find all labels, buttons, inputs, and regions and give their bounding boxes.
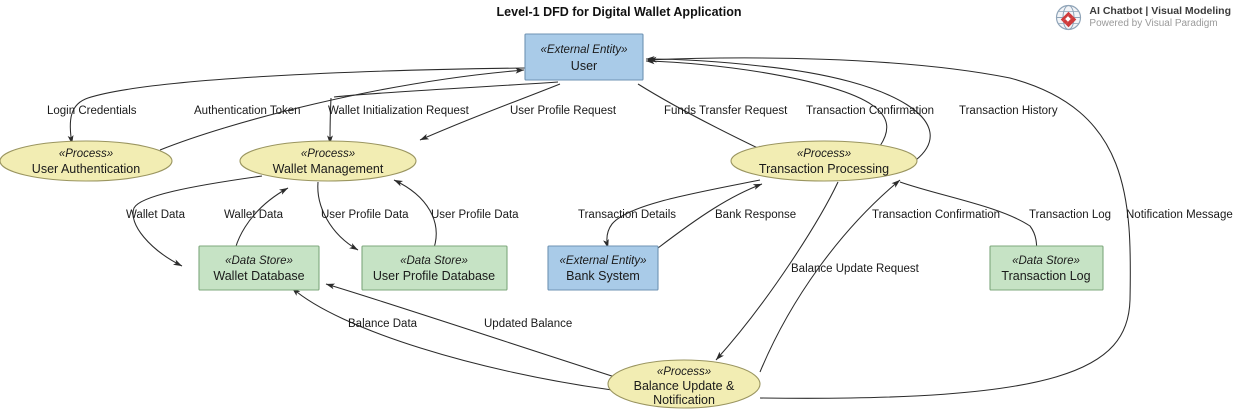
edge-label: Bank Response	[715, 209, 796, 221]
node-label: Transaction Processing	[759, 162, 889, 176]
node-user[interactable]: «External Entity» User	[524, 33, 644, 81]
node-label: User	[571, 59, 597, 73]
edge-label: Balance Update Request	[791, 263, 920, 275]
edge-user-profile-data-in	[393, 179, 437, 249]
edge-funds-transfer-request	[637, 83, 767, 153]
edge-updated-balance	[325, 283, 619, 379]
edge-bank-response	[657, 183, 763, 249]
edge-label: Updated Balance	[484, 318, 572, 330]
node-transaction-processing[interactable]: «Process» Transaction Processing	[730, 140, 918, 182]
edge-transaction-log	[899, 181, 1040, 267]
edge-label: Transaction Confirmation	[872, 209, 1000, 221]
node-stereotype: «External Entity»	[560, 255, 647, 267]
page-title: Level-1 DFD for Digital Wallet Applicati…	[497, 5, 742, 19]
edge-label: Balance Data	[348, 318, 418, 330]
edge-label: User Profile Data	[431, 209, 519, 221]
brand-title: AI Chatbot | Visual Modeling	[1089, 4, 1231, 17]
brand-watermark: AI Chatbot | Visual Modeling Powered by …	[1055, 4, 1231, 31]
edge-label: Notification Message	[1126, 209, 1233, 221]
edge-label: User Profile Request	[510, 105, 617, 117]
node-stereotype: «External Entity»	[541, 44, 628, 56]
node-stereotype: «Data Store»	[400, 255, 468, 267]
node-wallet-management[interactable]: «Process» Wallet Management	[239, 140, 417, 182]
node-label-line2: Notification	[653, 393, 715, 407]
node-stereotype: «Process»	[59, 148, 113, 160]
node-label: Transaction Log	[1001, 269, 1090, 283]
node-stereotype: «Process»	[301, 148, 355, 160]
node-stereotype: «Process»	[797, 148, 851, 160]
edge-label: Wallet Initialization Request	[328, 105, 470, 117]
edge-label: Transaction Log	[1029, 209, 1111, 221]
edge-transaction-confirmation-lower	[759, 179, 901, 373]
edge-balance-update-request	[715, 181, 839, 361]
node-label: Wallet Management	[273, 162, 384, 176]
node-label: Wallet Database	[213, 269, 304, 283]
node-stereotype: «Data Store»	[1012, 255, 1080, 267]
edge-label: Funds Transfer Request	[664, 105, 788, 117]
node-user-authentication[interactable]: «Process» User Authentication	[0, 140, 173, 182]
edge-transaction-details	[603, 179, 761, 249]
edge-label-layer: Login Credentials Authentication Token W…	[47, 105, 1233, 330]
edge-user-profile-data-out	[317, 181, 359, 251]
node-label: User Profile Database	[373, 269, 495, 283]
edge-user-profile-request	[419, 83, 561, 141]
edge-layer	[67, 56, 1131, 399]
edge-label: Transaction Details	[578, 209, 676, 221]
edge-wallet-init-upper	[333, 81, 559, 98]
edge-label: Wallet Data	[126, 209, 186, 221]
edge-label: Authentication Token	[194, 105, 301, 117]
node-wallet-database[interactable]: «Data Store» Wallet Database	[198, 245, 320, 291]
edge-transaction-confirmation-to-user	[645, 58, 888, 147]
edge-transaction-history	[645, 56, 931, 161]
node-stereotype: «Process»	[657, 366, 711, 378]
node-label: User Authentication	[32, 162, 140, 176]
edge-authentication-token	[159, 67, 525, 151]
edge-label: Login Credentials	[47, 105, 137, 117]
edge-label: Wallet Data	[224, 209, 284, 221]
node-bank-system[interactable]: «External Entity» Bank System	[547, 245, 659, 291]
node-label-line1: Balance Update &	[634, 379, 735, 393]
node-label: Bank System	[566, 269, 640, 283]
node-stereotype: «Data Store»	[225, 255, 293, 267]
node-transaction-log[interactable]: «Data Store» Transaction Log	[989, 245, 1104, 291]
edge-login-credentials	[67, 67, 526, 145]
edge-label: Transaction History	[959, 105, 1058, 117]
edge-label: Transaction Confirmation	[806, 105, 934, 117]
node-layer: «External Entity» User «Process» User Au…	[0, 33, 1104, 409]
edge-notification-message	[647, 56, 1131, 399]
node-balance-update-notification[interactable]: «Process» Balance Update & Notification	[607, 359, 761, 409]
node-user-profile-database[interactable]: «Data Store» User Profile Database	[361, 245, 508, 291]
edge-wallet-data-out	[132, 175, 263, 267]
globe-diamond-logo-icon	[1056, 4, 1082, 31]
brand-subtitle: Powered by Visual Paradigm	[1089, 17, 1218, 29]
edge-label: User Profile Data	[321, 209, 409, 221]
edge-balance-data	[291, 287, 613, 391]
